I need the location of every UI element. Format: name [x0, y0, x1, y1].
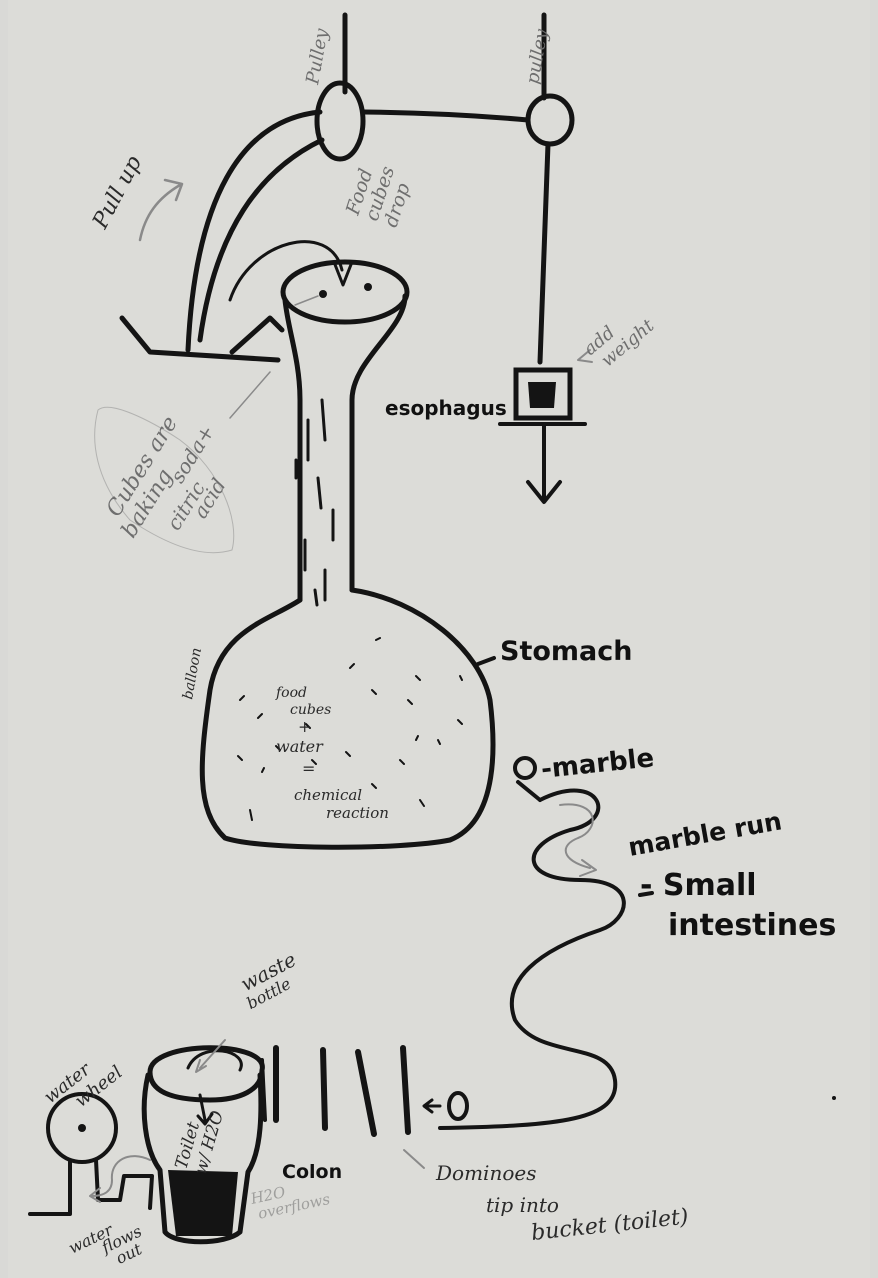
toilet-base-fill: [168, 1170, 238, 1236]
food-cube: [319, 290, 327, 298]
svg-text:tip into: tip into: [486, 1193, 559, 1217]
wheel-axle: [78, 1124, 86, 1132]
svg-text:water: water: [276, 737, 324, 756]
svg-text:cubes: cubes: [290, 702, 331, 718]
domino: [323, 1050, 325, 1128]
label-esophagus: esophagus: [385, 396, 507, 420]
label-stomach: Stomach: [500, 636, 632, 667]
ink-dot: [832, 1096, 836, 1100]
svg-text:food: food: [275, 685, 307, 701]
weight-fill: [528, 382, 556, 408]
food-cube: [364, 283, 372, 291]
paper-background: [8, 0, 870, 1278]
svg-text:+: +: [298, 717, 311, 736]
svg-text:- Small: - Small: [640, 868, 757, 903]
label-colon: Colon: [282, 1161, 342, 1183]
svg-text:intestines: intestines: [668, 908, 836, 943]
svg-text:reaction: reaction: [326, 804, 389, 822]
svg-text:Dominoes: Dominoes: [435, 1161, 536, 1185]
svg-text:chemical: chemical: [294, 786, 362, 804]
svg-text:=: =: [302, 759, 315, 778]
